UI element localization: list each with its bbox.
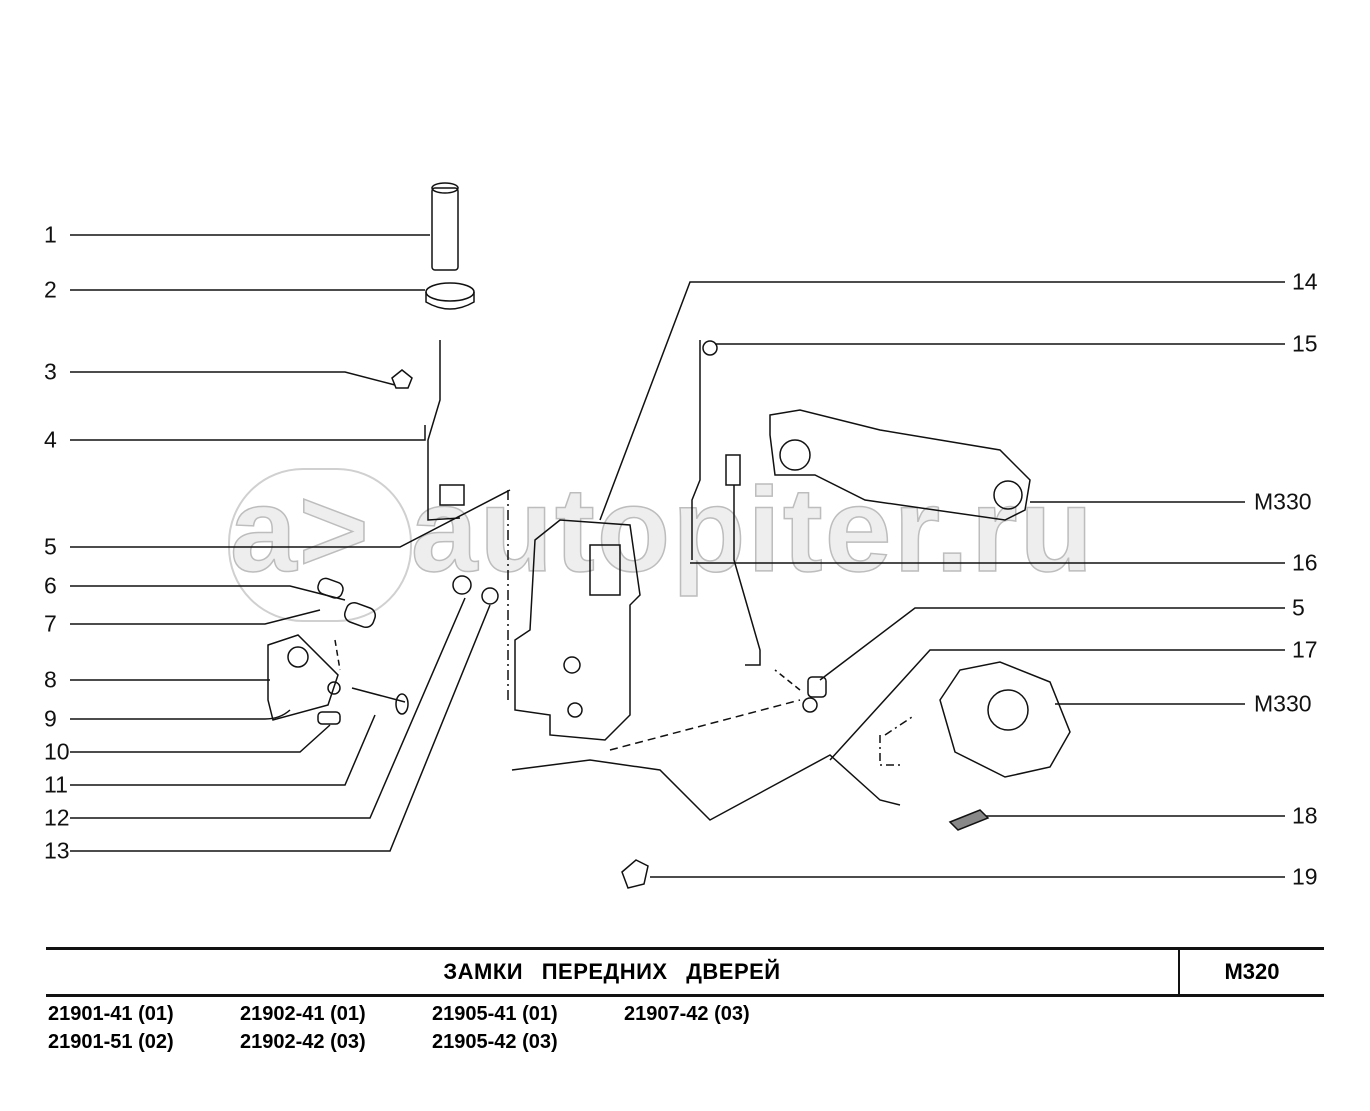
inner-handle [879, 661, 1071, 778]
callout-m330-inner[interactable]: M330 [1254, 690, 1312, 717]
callout-17: 17 [1292, 636, 1318, 663]
model-item: 21902-42 (03) [240, 1031, 366, 1053]
callout-5: 5 [44, 533, 57, 560]
callout-7: 7 [44, 610, 57, 637]
watermark-logo-text: a> [229, 463, 371, 597]
callout-m330-outer[interactable]: M330 [1254, 488, 1312, 515]
assembly-arrows [334, 639, 801, 691]
callout-1: 1 [44, 221, 57, 248]
title-divider [1178, 950, 1180, 994]
connecting-rod [511, 699, 901, 821]
parts-diagram [70, 182, 1285, 889]
callout-13: 13 [44, 837, 70, 864]
callout-18: 18 [1292, 802, 1318, 829]
part-19-clip [621, 859, 649, 889]
leader-lines-right [599, 281, 1285, 878]
model-item: 21901-51 (02) [48, 1031, 174, 1053]
watermark-text: autopiter.ru [410, 463, 1095, 597]
watermark-logo [228, 468, 412, 622]
model-item: 21907-42 (03) [624, 1003, 750, 1025]
callout-2: 2 [44, 276, 57, 303]
callout-9: 9 [44, 705, 57, 732]
model-item: 21902-41 (01) [240, 1003, 366, 1025]
model-item: 21901-41 (01) [48, 1003, 174, 1025]
leader-lines-left [70, 234, 511, 852]
part-8-hinge-bracket [267, 634, 341, 721]
callout-6: 6 [44, 572, 57, 599]
part-12-13-screw-nut [452, 575, 499, 605]
callout-8: 8 [44, 666, 57, 693]
model-list: 21901-41 (01) 21902-41 (01) 21905-41 (01… [48, 1003, 816, 1054]
part-6-7-bushings [317, 577, 377, 629]
callout-15: 15 [1292, 330, 1318, 357]
outer-handle [769, 409, 1031, 521]
part-10-11-screws [317, 687, 409, 725]
part-16-rod [725, 454, 761, 666]
diagram-code: M320 [1224, 959, 1280, 984]
callout-3: 3 [44, 358, 57, 385]
lock-body [507, 490, 641, 741]
part-1-knob-rod [431, 182, 459, 271]
model-item: 21905-41 (01) [432, 1003, 558, 1025]
callout-16: 16 [1292, 549, 1318, 576]
model-item: 21905-42 (03) [432, 1031, 558, 1053]
part-3-clip [391, 369, 413, 389]
callout-10: 10 [44, 738, 70, 765]
callout-5-right: 5 [1292, 594, 1305, 621]
watermark: a>autopiter.ru [229, 469, 1095, 591]
part-2-bushing [425, 282, 475, 310]
callout-4: 4 [44, 426, 57, 453]
callout-12: 12 [44, 804, 70, 831]
callout-14: 14 [1292, 268, 1318, 295]
callout-11: 11 [44, 771, 68, 798]
callout-19: 19 [1292, 863, 1318, 890]
part-18-pad [948, 809, 990, 831]
diagram-title: ЗАМКИ ПЕРЕДНИХ ДВЕРЕЙ [443, 959, 781, 984]
part-14-rod [691, 340, 718, 560]
part-4-rod [427, 340, 465, 521]
part-5-17-clips [802, 676, 827, 713]
title-bar: ЗАМКИ ПЕРЕДНИХ ДВЕРЕЙ M320 [46, 947, 1324, 997]
